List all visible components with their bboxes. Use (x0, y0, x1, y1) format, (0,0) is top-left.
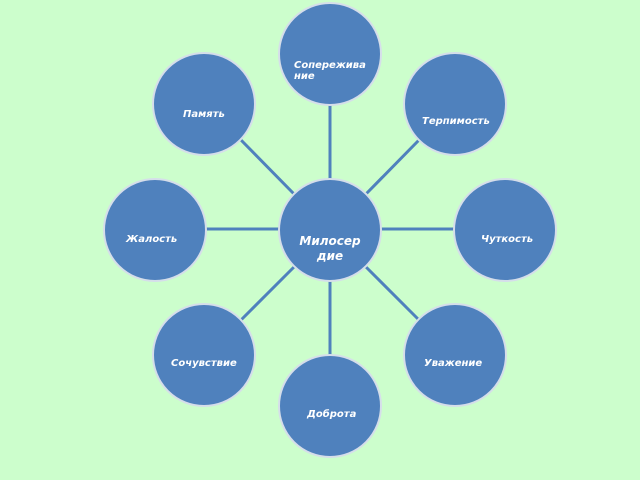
node-zhalost: Жалость (103, 178, 207, 282)
node-chutkost-label: Чуткость (481, 234, 534, 245)
node-uvazhenie-label: Уважение (424, 358, 483, 369)
center-label-line1: Милосер (299, 234, 361, 248)
node-uvazhenie: Уважение (403, 303, 507, 407)
node-pamyat: Память (152, 52, 256, 156)
node-sopere-label-line1: Сопережива (294, 60, 366, 71)
node-zhalost-label: Жалость (126, 234, 178, 245)
node-pamyat-label: Память (183, 109, 225, 120)
node-dobrota-label: Доброта (307, 409, 357, 420)
node-sopere: Сопережива ние (278, 2, 382, 106)
node-dobrota: Доброта (278, 354, 382, 458)
connector-uvazhenie (363, 264, 421, 322)
node-terpimost: Терпимость (403, 52, 507, 156)
connector-terpimost (363, 138, 421, 197)
node-sopere-label-line2: ние (294, 71, 315, 82)
node-sochuvstvie-label: Сочувствие (171, 358, 237, 369)
node-center-miloserdie: Милосер дие (278, 178, 382, 282)
node-sochuvstvie: Сочувствие (152, 303, 256, 407)
connector-pamyat (239, 138, 297, 197)
connector-sochuvstvie (239, 264, 297, 322)
center-label-line2: дие (316, 249, 344, 263)
node-terpimost-label: Терпимость (422, 116, 490, 127)
node-chutkost: Чуткость (453, 178, 557, 282)
